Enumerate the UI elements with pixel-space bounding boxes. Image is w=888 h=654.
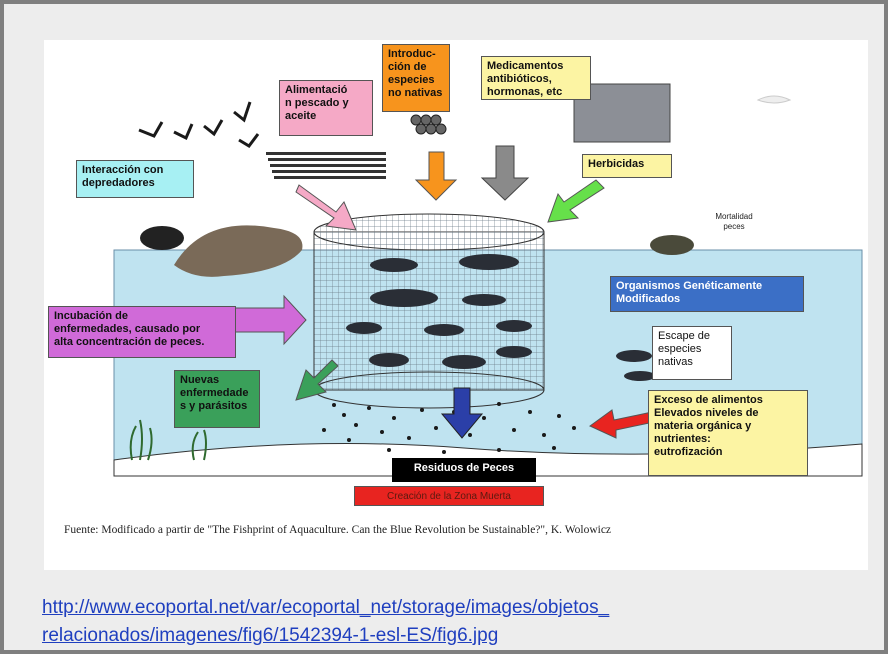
label-line: hormonas, etc (487, 86, 563, 98)
label-line: no nativas (388, 87, 443, 99)
orange-arrow (414, 151, 458, 201)
fish-icon-decoration (756, 95, 792, 104)
label-line: Herbicidas (588, 158, 645, 170)
net-cage-top (313, 213, 545, 251)
waste-particles (322, 402, 576, 454)
label-herbicidas: Herbicidas (582, 154, 672, 178)
label-mortalidad: Mortalidad peces (704, 212, 764, 232)
sea-lion (140, 226, 184, 250)
label-line: Incubación de (54, 310, 128, 322)
seaweed (129, 419, 207, 461)
label-line: n pescado y (285, 97, 349, 109)
label-line: Residuos de Peces (413, 462, 515, 474)
label-line: Organismos Genéticamente (616, 280, 763, 292)
label-line: Creación de la Zona Muerta (387, 491, 511, 502)
label-escape: Escape de especies nativas (652, 326, 732, 380)
aquaculture-diagram: Alimentació n pescado y aceite Introduc-… (44, 40, 868, 570)
label-line: Medicamentos (487, 60, 564, 72)
source-link[interactable]: http://www.ecoportal.net/var/ecoportal_n… (42, 594, 862, 650)
label-line: Interacción con (82, 164, 164, 176)
label-line: nativas (658, 356, 693, 368)
feed-pellets (410, 114, 447, 135)
label-line: enfermedades, causado por (54, 323, 201, 335)
label-line: ción de (388, 61, 427, 73)
blue-arrow (440, 387, 484, 439)
label-line: Exceso de alimentos (654, 394, 763, 406)
label-line: peces (723, 222, 745, 231)
label-line: alta concentración de peces. (54, 336, 205, 348)
green-arrow-herbicidas (547, 179, 605, 223)
figure-caption: Fuente: Modificado a partir de "The Fish… (64, 524, 612, 536)
label-line: especies (388, 74, 435, 86)
label-line: Modificados (616, 293, 681, 305)
label-ogm: Organismos Genéticamente Modificados (610, 276, 804, 312)
red-arrow (589, 409, 655, 439)
label-incubacion: Incubación de enfermedades, causado por … (48, 306, 236, 358)
label-line: depredadores (82, 177, 155, 189)
label-line: Escape de (658, 330, 710, 342)
pink-arrow (295, 184, 357, 231)
turtle (650, 235, 694, 255)
label-line: Nuevas (180, 374, 220, 386)
label-line: Alimentació (285, 84, 348, 96)
gray-arrow (480, 145, 530, 201)
label-nuevas: Nuevas enfermedade s y parásitos (174, 370, 260, 428)
label-line: eutrofización (654, 446, 723, 458)
label-introduccion: Introduc- ción de especies no nativas (382, 44, 450, 112)
label-line: Mortalidad (715, 212, 753, 221)
label-alimentacion: Alimentació n pescado y aceite (279, 80, 373, 136)
escaping-fish (616, 350, 656, 381)
source-link-line-2[interactable]: relacionados/imagenes/fig6/1542394-1-esl… (42, 625, 499, 646)
label-line: materia orgánica y (654, 420, 752, 432)
seal (174, 225, 303, 277)
fish-school (266, 152, 386, 179)
birds-group (138, 101, 260, 148)
label-medicamentos: Medicamentos antibióticos, hormonas, etc (481, 56, 591, 100)
label-line: enfermedade (180, 387, 249, 399)
label-interaccion: Interacción con depredadores (76, 160, 194, 198)
caged-fish (346, 254, 532, 369)
label-line: aceite (285, 110, 317, 122)
label-line: nutrientes: (654, 433, 711, 445)
label-exceso: Exceso de alimentos Elevados niveles de … (648, 390, 808, 476)
label-line: antibióticos, (487, 73, 552, 85)
label-line: Elevados niveles de (654, 407, 759, 419)
net-cage (313, 231, 545, 391)
label-residuos: Residuos de Peces (392, 458, 536, 482)
label-line: especies (658, 343, 702, 355)
label-zona-muerta: Creación de la Zona Muerta (354, 486, 544, 506)
green-arrow-disease (295, 359, 339, 401)
label-line: s y parásitos (180, 400, 248, 412)
violet-arrow (233, 294, 307, 346)
source-link-line-1[interactable]: http://www.ecoportal.net/var/ecoportal_n… (42, 597, 610, 618)
label-line: Introduc- (388, 48, 436, 60)
